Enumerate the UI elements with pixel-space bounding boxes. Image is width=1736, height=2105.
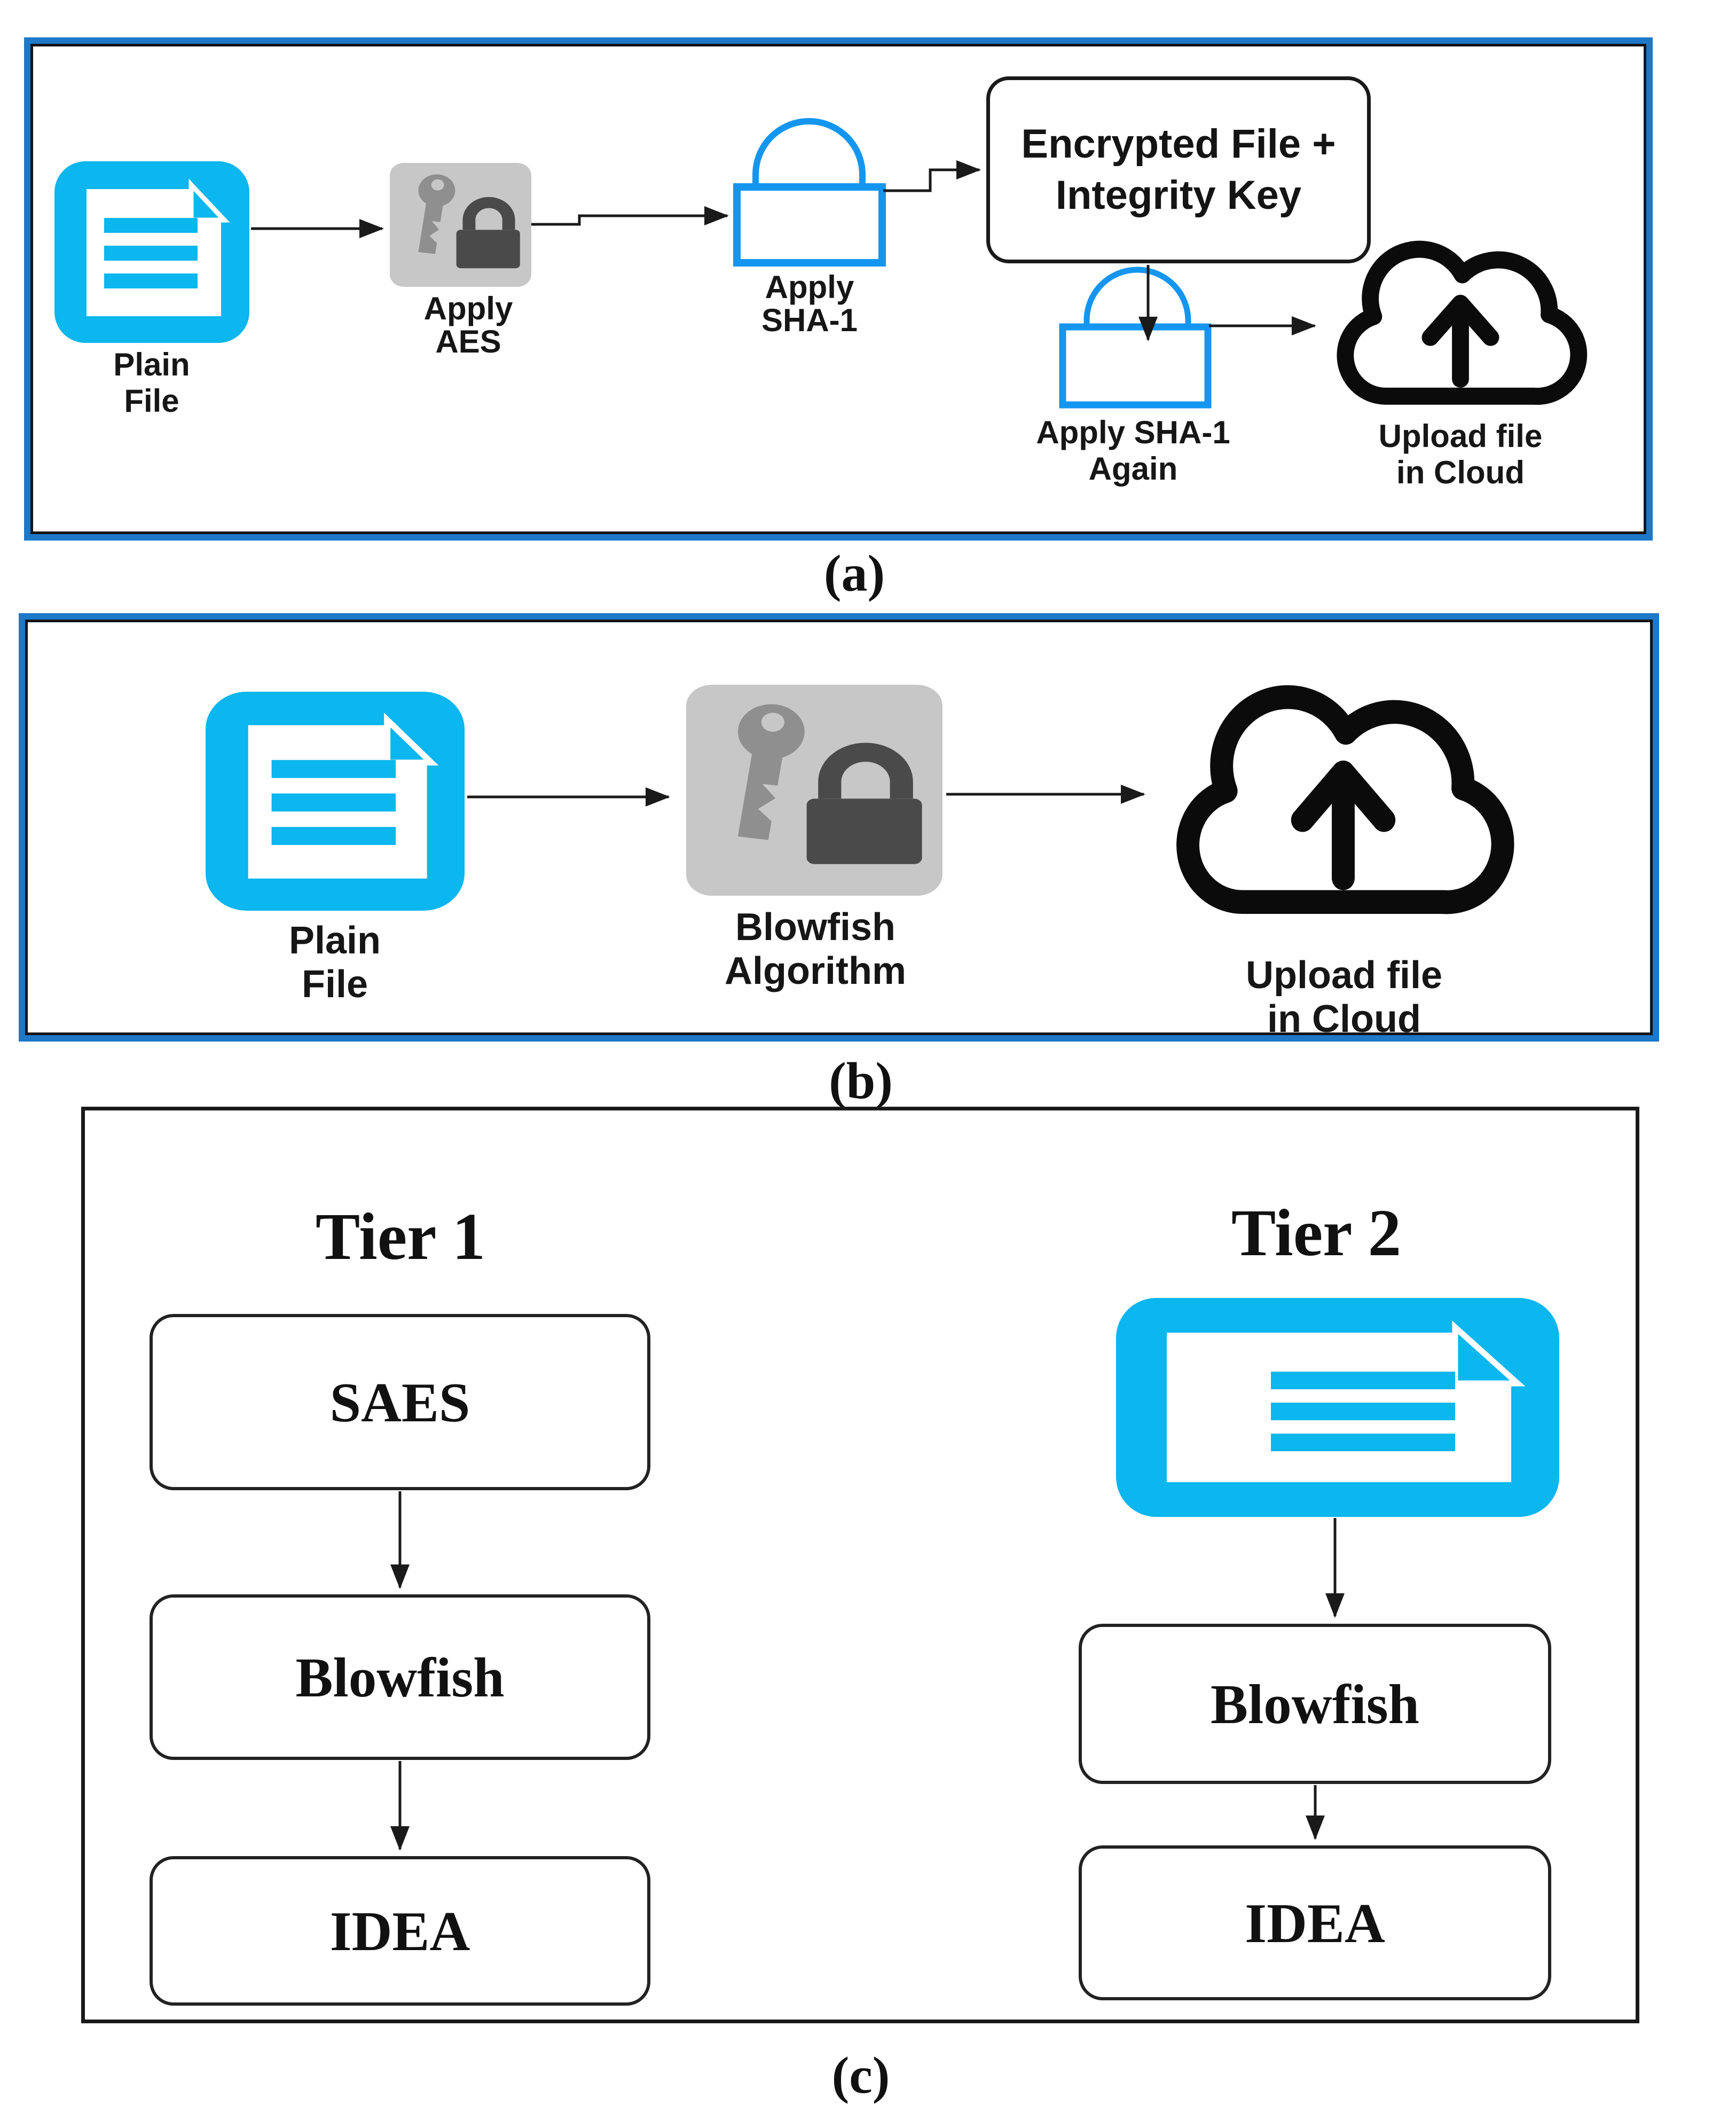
lock-body (733, 183, 886, 267)
document-text-bar (104, 246, 198, 261)
encrypted-box-line2: Integrity Key (1055, 173, 1302, 218)
document-text-bar (1271, 1403, 1455, 1420)
blowfish-label-line1: Blowfish (735, 906, 896, 949)
saes-box: SAES (150, 1314, 650, 1490)
encrypted-file-integrity-key-box: Encrypted File + Integrity Key (986, 76, 1371, 263)
document-text-bar (1271, 1372, 1455, 1389)
tier2-document-icon (1116, 1298, 1559, 1517)
lock-icon (456, 197, 520, 269)
upload-cloud-b-label-line1: Upload file (1245, 954, 1443, 997)
arrow-sha1-to-encrypted-box (883, 160, 981, 192)
document-fold-corner (188, 178, 230, 223)
upload-cloud-a-label-line1: Upload file (1378, 418, 1543, 454)
sha1-again-lock-icon (1059, 267, 1212, 409)
blowfish-key-lock-icon (686, 685, 942, 896)
document-fold-corner (1452, 1320, 1526, 1387)
lock-shackle (1083, 267, 1191, 328)
plain-file-label-line2: File (124, 383, 179, 419)
document-fold-corner (384, 713, 439, 766)
lock-shackle (752, 118, 866, 190)
upload-arrow-head (1291, 760, 1396, 832)
idea-tier1-box: IDEA (150, 1856, 650, 2006)
caption-b: (b) (829, 1052, 893, 1110)
document-text-bar (271, 760, 396, 778)
aes-key-lock-icon (390, 163, 531, 287)
upload-cloud-b-label-line2: in Cloud (1267, 998, 1421, 1040)
blowfish-label-line2: Algorithm (725, 950, 906, 992)
sha1-lock-icon (733, 118, 886, 267)
cloud-upload-icon-b (1176, 685, 1514, 914)
idea-tier2-box: IDEA (1079, 1845, 1551, 2000)
apply-aes-label-line1: Apply (423, 291, 513, 326)
tier2-title: Tier 2 (1231, 1196, 1402, 1270)
key-icon (737, 704, 805, 840)
caption-c: (c) (831, 2047, 890, 2104)
apply-sha1-label-line1: Apply (765, 269, 854, 305)
caption-a: (a) (823, 545, 885, 602)
tier1-title: Tier 1 (315, 1200, 486, 1274)
plain-file-document-icon (54, 161, 249, 343)
key-icon (418, 174, 455, 254)
apply-sha1-again-label-line2: Again (1088, 451, 1178, 487)
document-text-bar (1271, 1434, 1455, 1451)
apply-sha1-label-line2: SHA-1 (761, 302, 858, 338)
cloud-upload-icon (1337, 240, 1588, 405)
lock-icon (806, 742, 922, 864)
upload-cloud-a-label-line2: in Cloud (1396, 455, 1525, 490)
upload-arrow-head (1421, 294, 1499, 346)
blowfish-tier2-label: Blowfish (1211, 1672, 1419, 1735)
saes-box-label: SAES (329, 1371, 470, 1434)
encrypted-box-line1: Encrypted File + (1021, 121, 1336, 167)
document-text-bar (104, 218, 198, 233)
idea-tier2-label: IDEA (1245, 1891, 1385, 1954)
arrow-aes-to-sha1 (531, 206, 729, 226)
idea-tier1-label: IDEA (329, 1899, 470, 1962)
lock-body (1059, 323, 1212, 409)
blowfish-tier2-box: Blowfish (1079, 1624, 1551, 1784)
document-text-bar (271, 793, 396, 812)
plain-file-label-line1: Plain (113, 347, 190, 382)
apply-sha1-again-label-line1: Apply SHA-1 (1036, 414, 1230, 450)
apply-aes-label-line2: AES (435, 324, 501, 359)
blowfish-tier1-label: Blowfish (295, 1646, 505, 1709)
plain-file-b-label-line2: File (301, 963, 368, 1006)
document-text-bar (271, 827, 396, 845)
blowfish-tier1-box: Blowfish (150, 1594, 650, 1760)
plain-file-document-icon-b (206, 692, 465, 911)
plain-file-b-label-line1: Plain (288, 919, 381, 962)
document-text-bar (104, 273, 198, 288)
